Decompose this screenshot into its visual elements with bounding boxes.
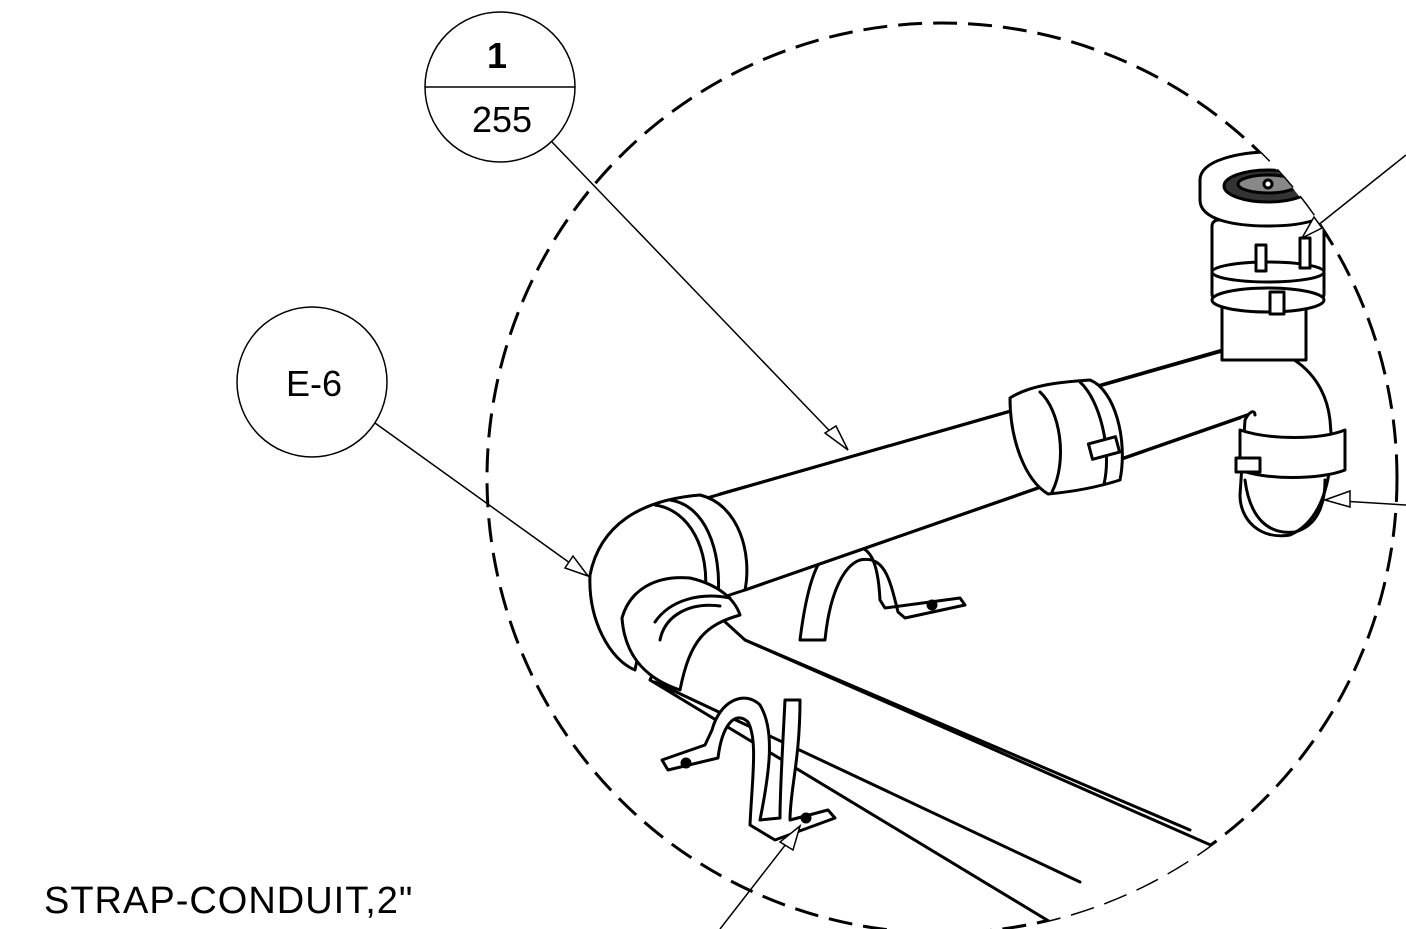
pipe-strap-lower	[660, 696, 837, 842]
p-trap-collar	[1238, 428, 1347, 479]
leader-balloon-ref	[374, 422, 589, 577]
leader-balloon-item	[551, 141, 849, 451]
balloon-item: 1 255	[424, 11, 576, 163]
balloon-item-number: 1	[487, 35, 507, 76]
detail-view-boundary	[485, 21, 1399, 929]
coupling	[1008, 378, 1124, 496]
part-caption: STRAP-CONDUIT,2"	[44, 880, 414, 922]
upper-pipe	[698, 343, 1292, 592]
balloon-ref: E-6	[236, 306, 388, 458]
pipe-assembly	[588, 150, 1347, 929]
balloon-ref-label: E-6	[286, 363, 342, 404]
balloon-item-sheet: 255	[472, 99, 532, 140]
